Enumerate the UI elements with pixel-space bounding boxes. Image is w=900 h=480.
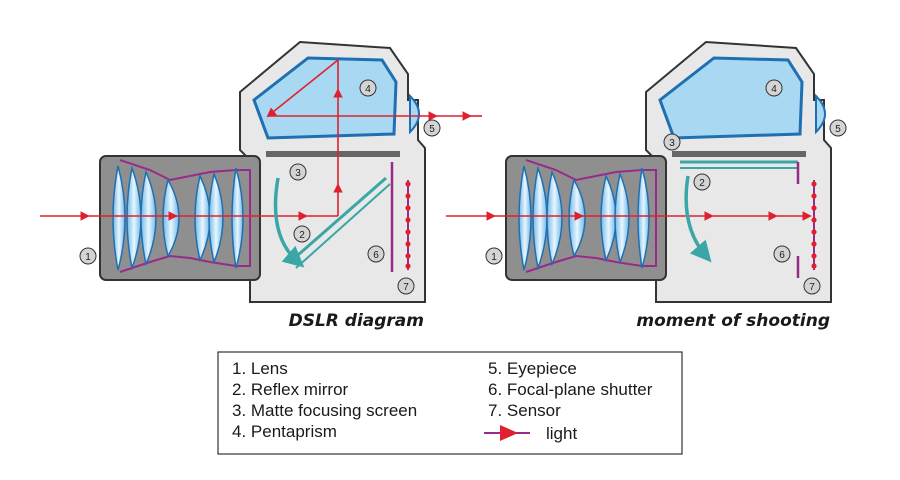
legend-item-lens: 1. Lens xyxy=(232,359,288,378)
part-number-5: 5 xyxy=(423,119,441,137)
part-number-3: 3 xyxy=(663,133,681,151)
lens-housing xyxy=(505,155,667,281)
eyepiece xyxy=(815,93,826,135)
part-number-3: 3 xyxy=(289,163,307,181)
dslr-camera-left: 1 2 3 4 5 6 7 DSLR diagram xyxy=(40,40,482,331)
light-ray-path-left xyxy=(40,59,482,221)
legend-item-reflex-mirror: 2. Reflex mirror xyxy=(232,380,349,399)
dslr-camera-right: 1 2 3 4 5 6 7 moment of shooting xyxy=(446,40,847,331)
lens-housing xyxy=(99,155,261,281)
svg-text:1: 1 xyxy=(491,252,497,263)
legend-item-light: light xyxy=(546,424,577,443)
svg-text:3: 3 xyxy=(295,168,301,179)
curved-arrow-icon xyxy=(273,177,305,268)
lens-elements xyxy=(112,165,244,271)
part-number-2: 2 xyxy=(693,173,711,191)
svg-text:1: 1 xyxy=(85,252,91,263)
legend-item-pentaprism: 4. Pentaprism xyxy=(232,422,337,441)
part-number-6: 6 xyxy=(367,245,385,263)
caption-right: moment of shooting xyxy=(636,311,830,331)
sensor-dots xyxy=(405,181,411,269)
part-number-1: 1 xyxy=(79,247,97,265)
reflex-mirror xyxy=(289,176,387,264)
part-number-4: 4 xyxy=(359,79,377,97)
part-number-2: 2 xyxy=(293,225,311,243)
svg-text:6: 6 xyxy=(779,250,785,261)
lens-elements xyxy=(518,165,650,271)
svg-text:5: 5 xyxy=(835,124,841,135)
part-number-4: 4 xyxy=(765,79,783,97)
legend: 1. Lens 2. Reflex mirror 3. Matte focusi… xyxy=(217,351,683,455)
part-number-7: 7 xyxy=(803,277,821,295)
curved-arrow-icon xyxy=(684,175,712,263)
legend-item-sensor: 7. Sensor xyxy=(488,401,561,420)
svg-text:3: 3 xyxy=(669,138,675,149)
arrow-right-icon xyxy=(484,425,530,441)
svg-text:5: 5 xyxy=(429,124,435,135)
pentaprism xyxy=(252,56,398,140)
caption-left: DSLR diagram xyxy=(289,311,424,331)
legend-item-focusing-screen: 3. Matte focusing screen xyxy=(232,401,417,420)
svg-text:4: 4 xyxy=(365,84,371,95)
part-number-7: 7 xyxy=(397,277,415,295)
sensor-dots xyxy=(811,181,817,269)
part-number-6: 6 xyxy=(773,245,791,263)
svg-text:7: 7 xyxy=(809,282,815,293)
part-number-1: 1 xyxy=(485,247,503,265)
part-number-5: 5 xyxy=(829,119,847,137)
legend-box xyxy=(217,351,683,455)
svg-text:4: 4 xyxy=(771,84,777,95)
svg-text:2: 2 xyxy=(299,230,305,241)
svg-text:6: 6 xyxy=(373,250,379,261)
focusing-screen xyxy=(672,151,806,157)
svg-text:7: 7 xyxy=(403,282,409,293)
legend-item-eyepiece: 5. Eyepiece xyxy=(488,359,577,378)
legend-item-shutter: 6. Focal-plane shutter xyxy=(488,380,653,399)
focusing-screen xyxy=(266,151,400,157)
svg-text:2: 2 xyxy=(699,178,705,189)
